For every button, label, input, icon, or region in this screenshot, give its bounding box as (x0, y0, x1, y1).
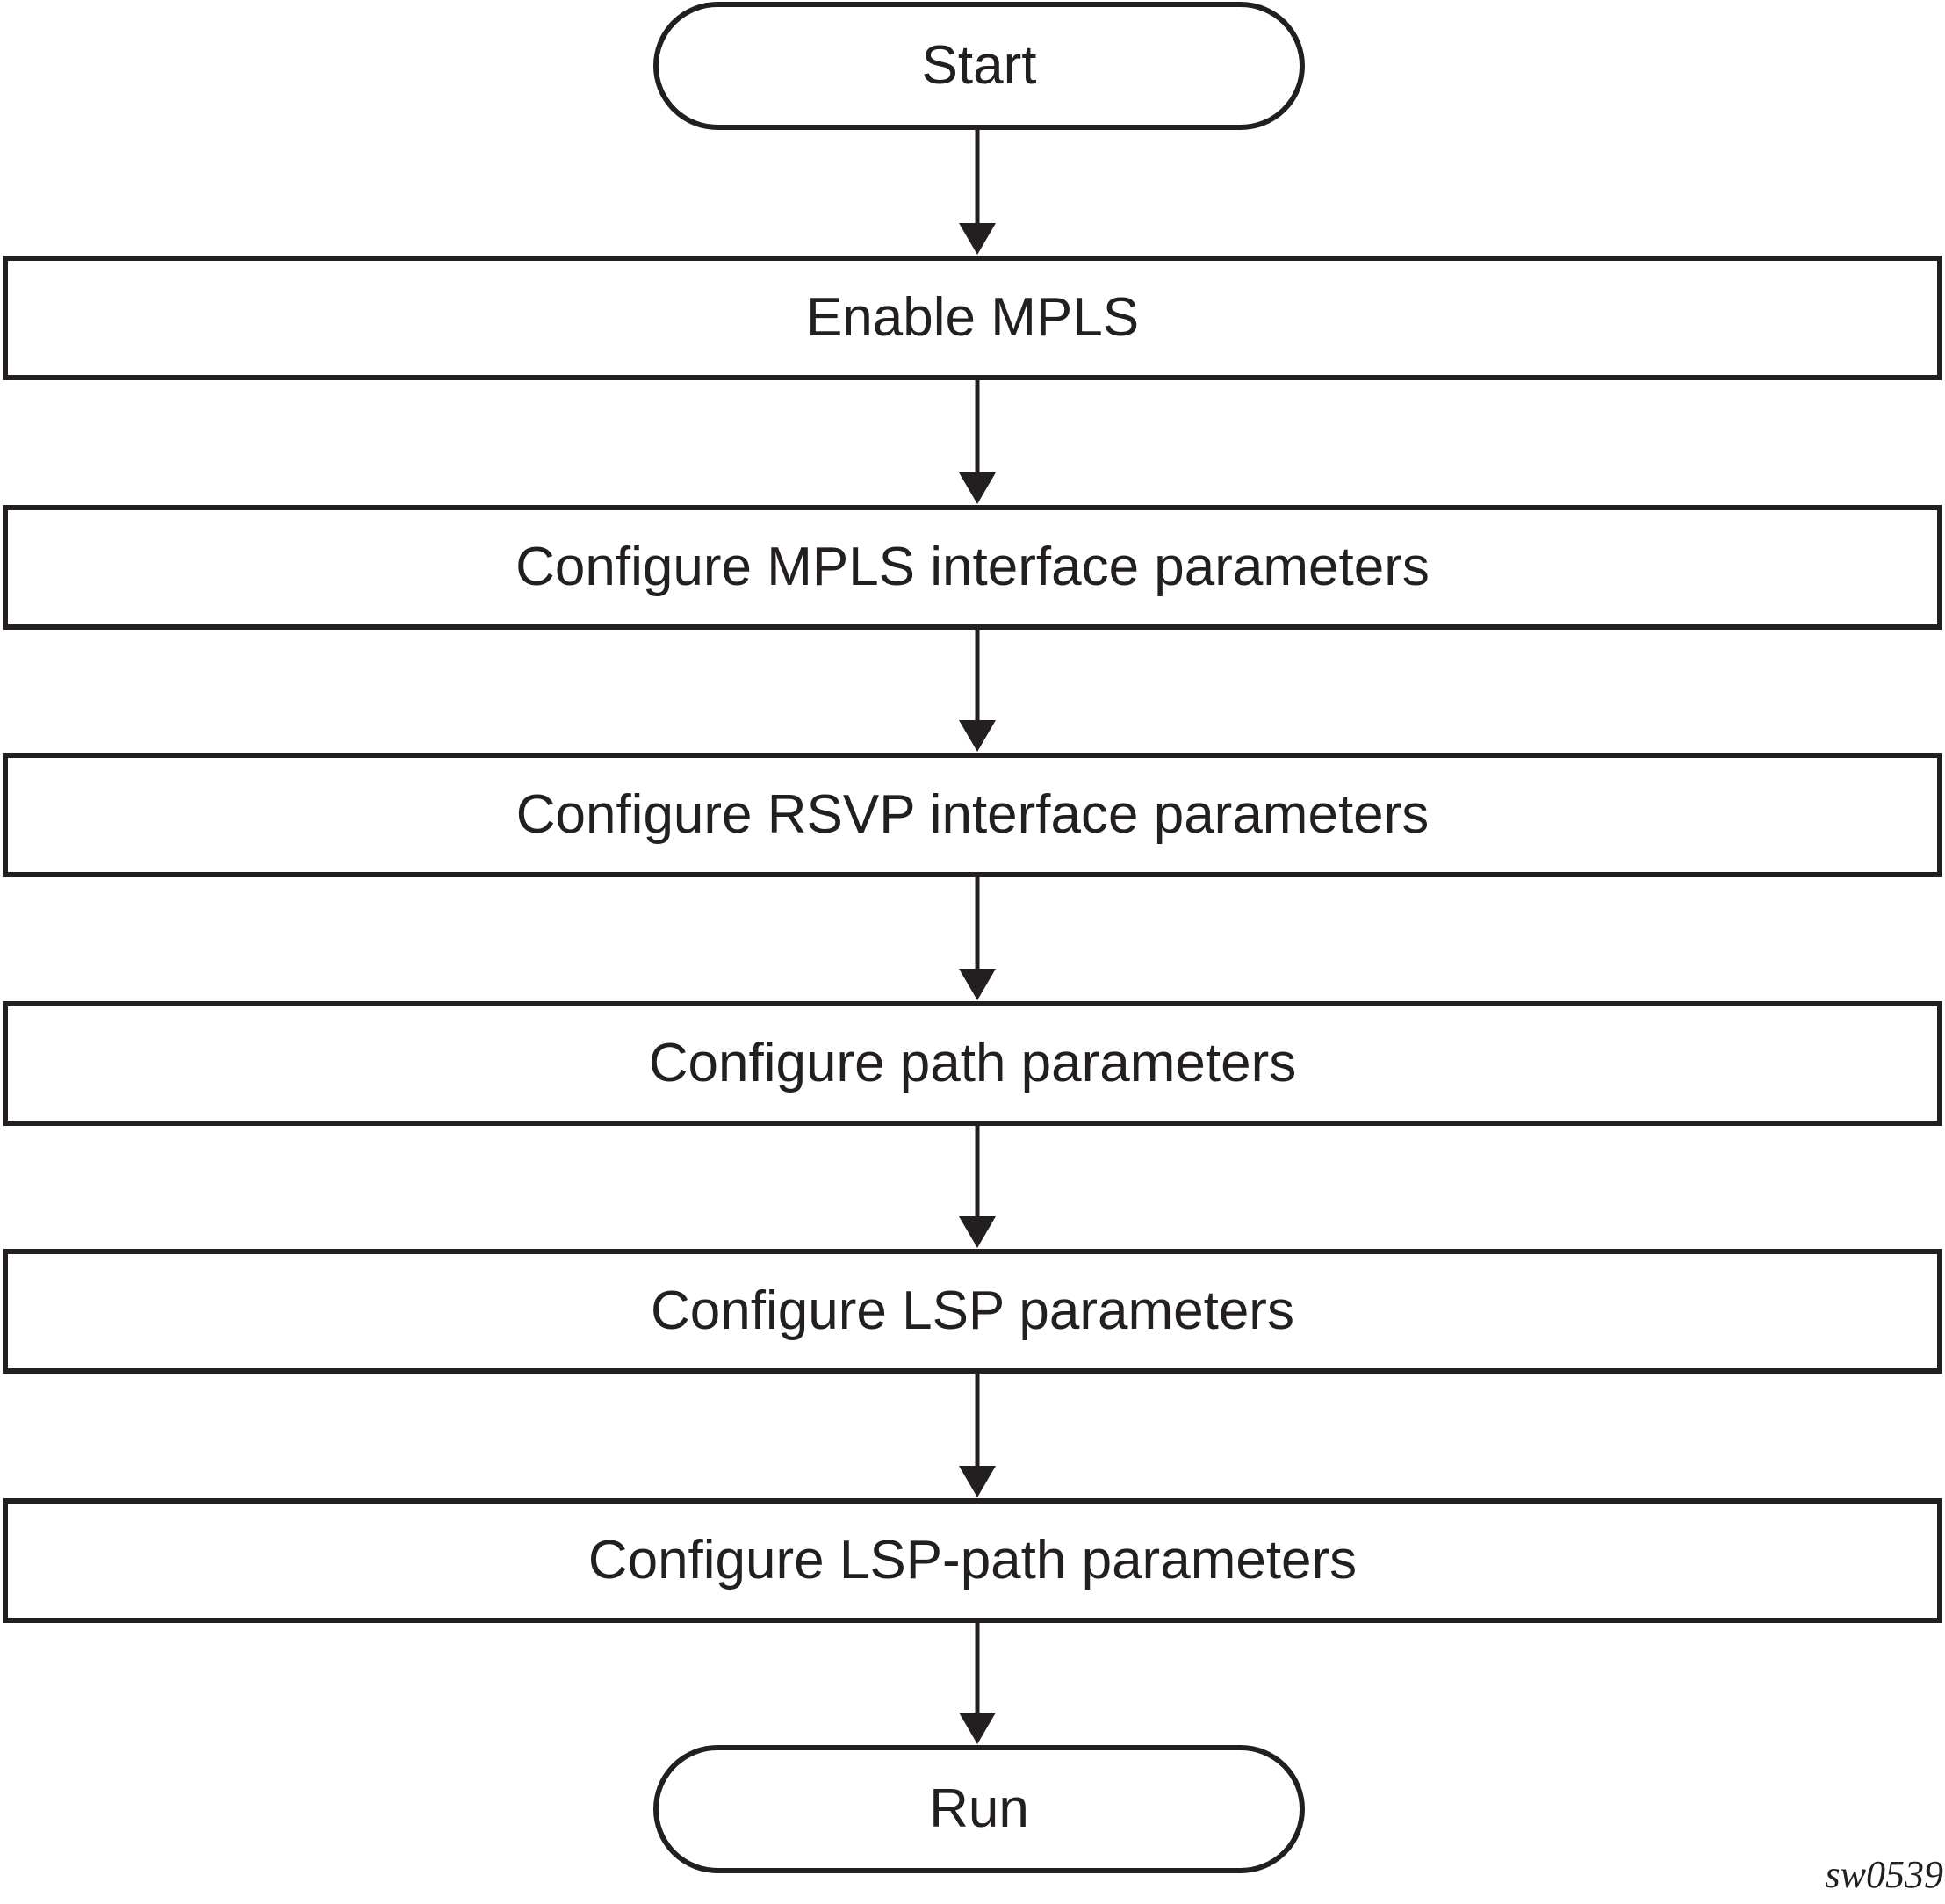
step-label: Configure LSP-path parameters (587, 1530, 1358, 1590)
arrowhead-2 (959, 472, 996, 504)
step-label: Configure path parameters (648, 1033, 1297, 1093)
step-configure-lsp-path: Configure LSP-path parameters (3, 1498, 1942, 1623)
step-configure-lsp: Configure LSP parameters (3, 1249, 1942, 1374)
arrowhead-3 (959, 720, 996, 752)
step-configure-rsvp-interface: Configure RSVP interface parameters (3, 753, 1942, 877)
arrowhead-5 (959, 1216, 996, 1248)
step-enable-mpls: Enable MPLS (3, 256, 1942, 380)
arrowhead-6 (959, 1466, 996, 1497)
arrowhead-4 (959, 969, 996, 1000)
end-terminal: Run (653, 1745, 1305, 1873)
arrowhead-1 (959, 223, 996, 255)
start-terminal: Start (653, 2, 1305, 130)
step-configure-mpls-interface: Configure MPLS interface parameters (3, 505, 1942, 630)
arrowhead-7 (959, 1713, 996, 1744)
step-label: Configure LSP parameters (651, 1280, 1294, 1341)
step-label: Configure RSVP interface parameters (515, 784, 1430, 845)
step-configure-path: Configure path parameters (3, 1001, 1942, 1126)
step-label: Enable MPLS (805, 287, 1140, 348)
step-label: Configure MPLS interface parameters (515, 537, 1430, 597)
figure-id: sw0539 (1825, 1853, 1943, 1896)
end-label: Run (929, 1778, 1029, 1839)
start-label: Start (921, 35, 1037, 96)
